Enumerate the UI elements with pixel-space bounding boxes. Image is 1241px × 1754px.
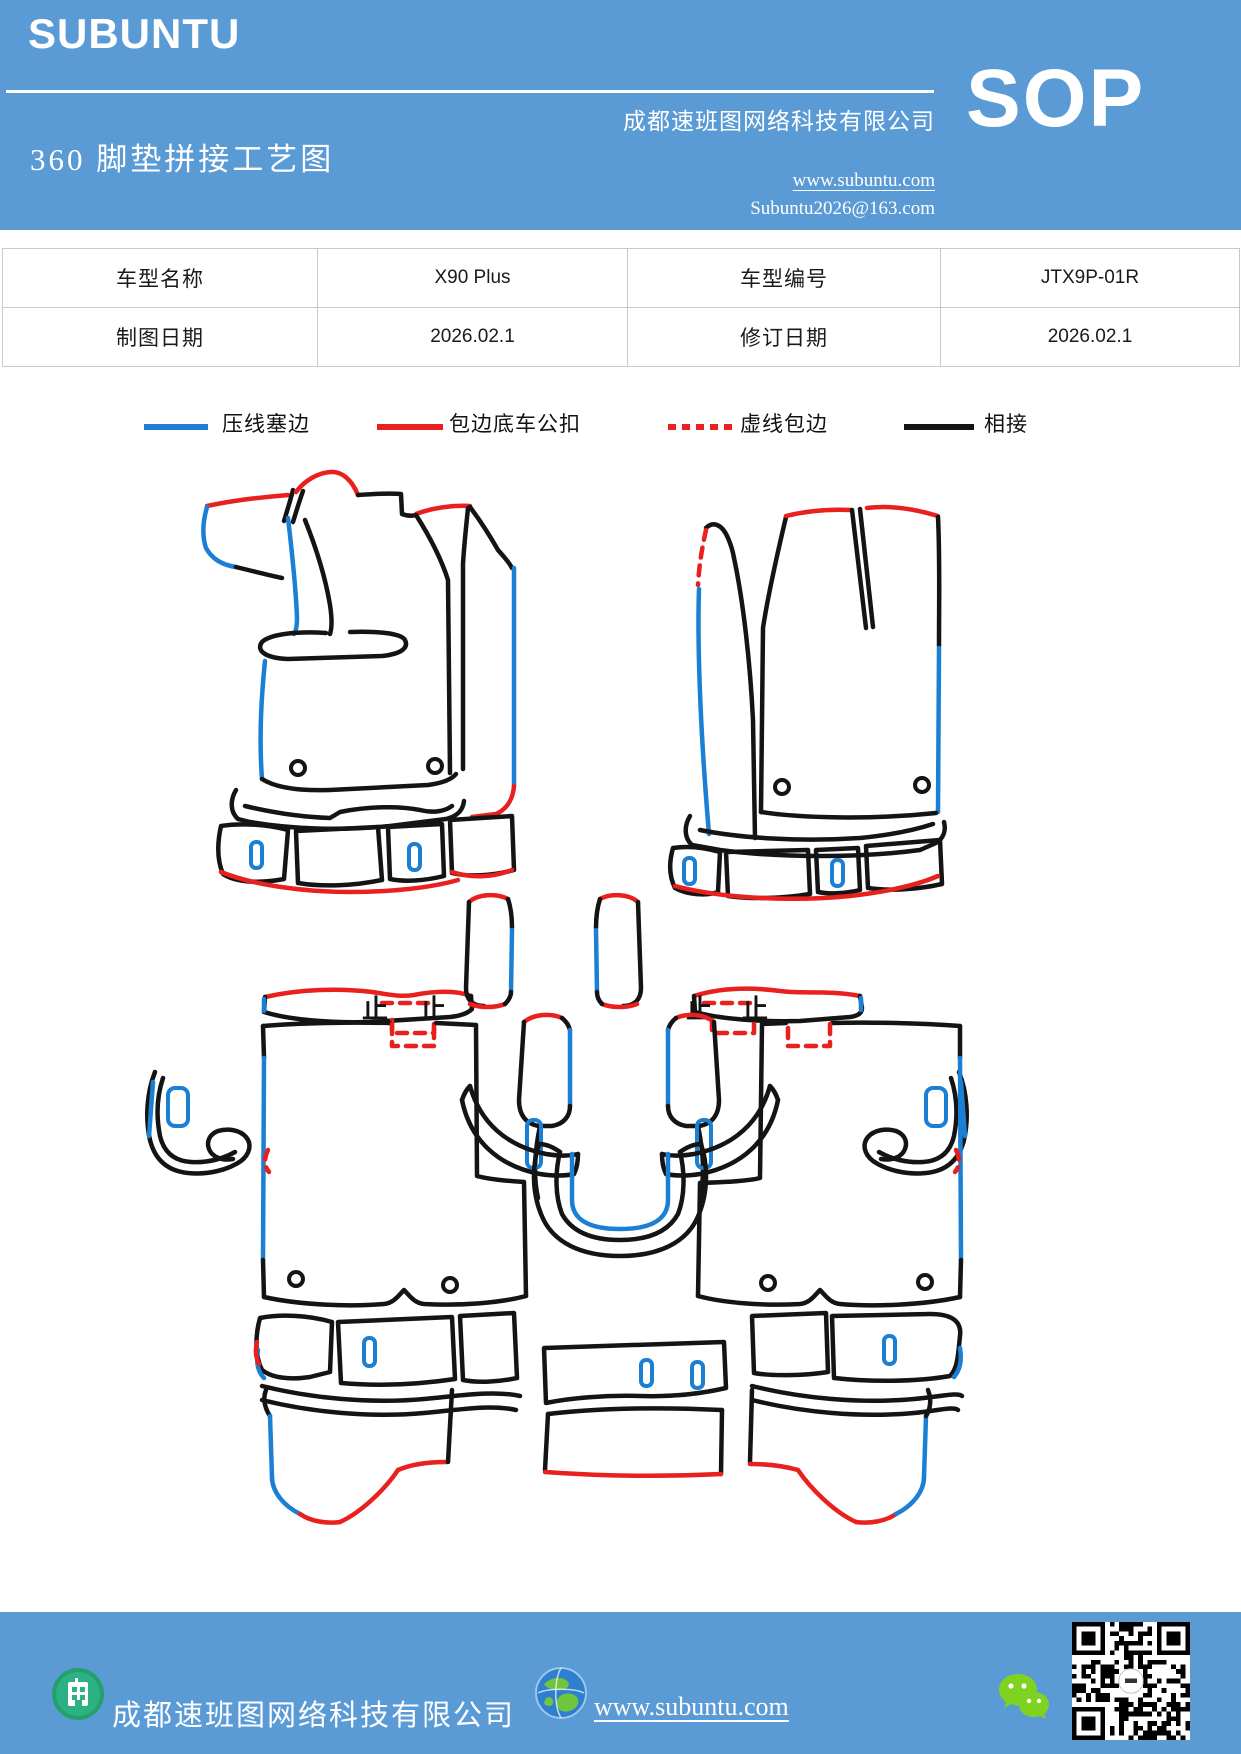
header-band: SUBUNTU 360 脚垫拼接工艺图 成都速班图网络科技有限公司 www.su…	[0, 0, 1241, 230]
revise-date-label: 修订日期	[628, 308, 941, 367]
header-company-name: 成都速班图网络科技有限公司	[623, 109, 935, 134]
draw-date-value: 2026.02.1	[318, 308, 628, 367]
front-left-mat-drawing	[201, 469, 517, 895]
brand-logo: SUBUNTU	[28, 10, 241, 57]
legend-black-label: 相接	[984, 412, 1028, 436]
legend-blue-line-swatch	[144, 424, 208, 430]
front-right-mat-drawing	[668, 504, 947, 901]
vehicle-info-table: 车型名称 X90 Plus 车型编号 JTX9P-01R 制图日期 2026.0…	[2, 248, 1240, 367]
page-title: 360 脚垫拼接工艺图	[30, 142, 335, 177]
qr-code	[1072, 1622, 1190, 1740]
model-code-value: JTX9P-01R	[941, 249, 1240, 308]
legend-red-line-swatch	[377, 424, 443, 430]
legend-dashed-line-swatch	[668, 424, 732, 430]
rear-mat-drawing: 止 止 止 止	[145, 892, 969, 1525]
company-building-icon	[52, 1668, 104, 1720]
footer-website-link[interactable]: www.subuntu.com	[594, 1692, 789, 1721]
stop-mark: 止	[420, 995, 446, 1024]
model-name-value: X90 Plus	[318, 249, 628, 308]
globe-icon	[535, 1667, 587, 1719]
model-name-label: 车型名称	[3, 249, 318, 308]
revise-date-value: 2026.02.1	[941, 308, 1240, 367]
header-email: Subuntu2026@163.com	[750, 198, 935, 219]
header-website-link[interactable]: www.subuntu.com	[792, 170, 935, 191]
legend-blue-label: 压线塞边	[222, 412, 310, 436]
legend-black-line-swatch	[904, 424, 974, 430]
legend-dashed-label: 虚线包边	[740, 412, 828, 436]
model-code-label: 车型编号	[628, 249, 941, 308]
draw-date-label: 制图日期	[3, 308, 318, 367]
stop-mark: 止	[742, 995, 768, 1024]
stop-mark: 止	[362, 995, 388, 1024]
legend-red-label: 包边底车公扣	[449, 412, 581, 436]
sop-label: SOP	[966, 53, 1146, 144]
footer-company-name: 成都速班图网络科技有限公司	[112, 1700, 516, 1732]
header-divider	[6, 90, 934, 93]
wechat-icon	[999, 1674, 1049, 1719]
